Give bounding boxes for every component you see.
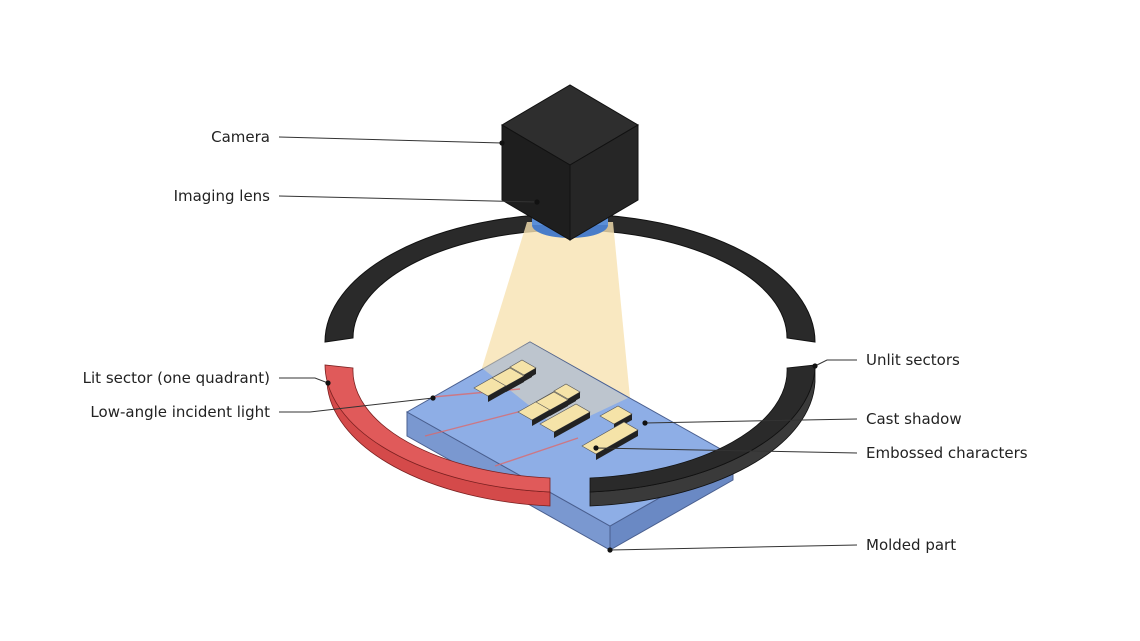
ring-lit-sector	[324, 364, 551, 507]
char-1	[473, 359, 537, 402]
embossed-characters	[473, 359, 639, 460]
label-lit-sector: Lit sector (one quadrant)	[83, 369, 270, 387]
char-3	[539, 403, 591, 438]
label-unlit-sectors: Unlit sectors	[866, 351, 960, 369]
label-cast-shadow: Cast shadow	[866, 410, 962, 428]
ring-back-sector	[324, 213, 816, 343]
ring-unlit-sector-right	[589, 364, 816, 507]
camera-body	[501, 84, 639, 241]
leader-lines	[278, 136, 858, 553]
label-incident-light: Low-angle incident light	[90, 403, 270, 421]
label-embossed-characters: Embossed characters	[866, 444, 1028, 462]
label-imaging-lens: Imaging lens	[174, 187, 271, 205]
label-molded-part: Molded part	[866, 536, 956, 554]
char-2	[517, 383, 581, 426]
label-camera: Camera	[211, 128, 270, 146]
